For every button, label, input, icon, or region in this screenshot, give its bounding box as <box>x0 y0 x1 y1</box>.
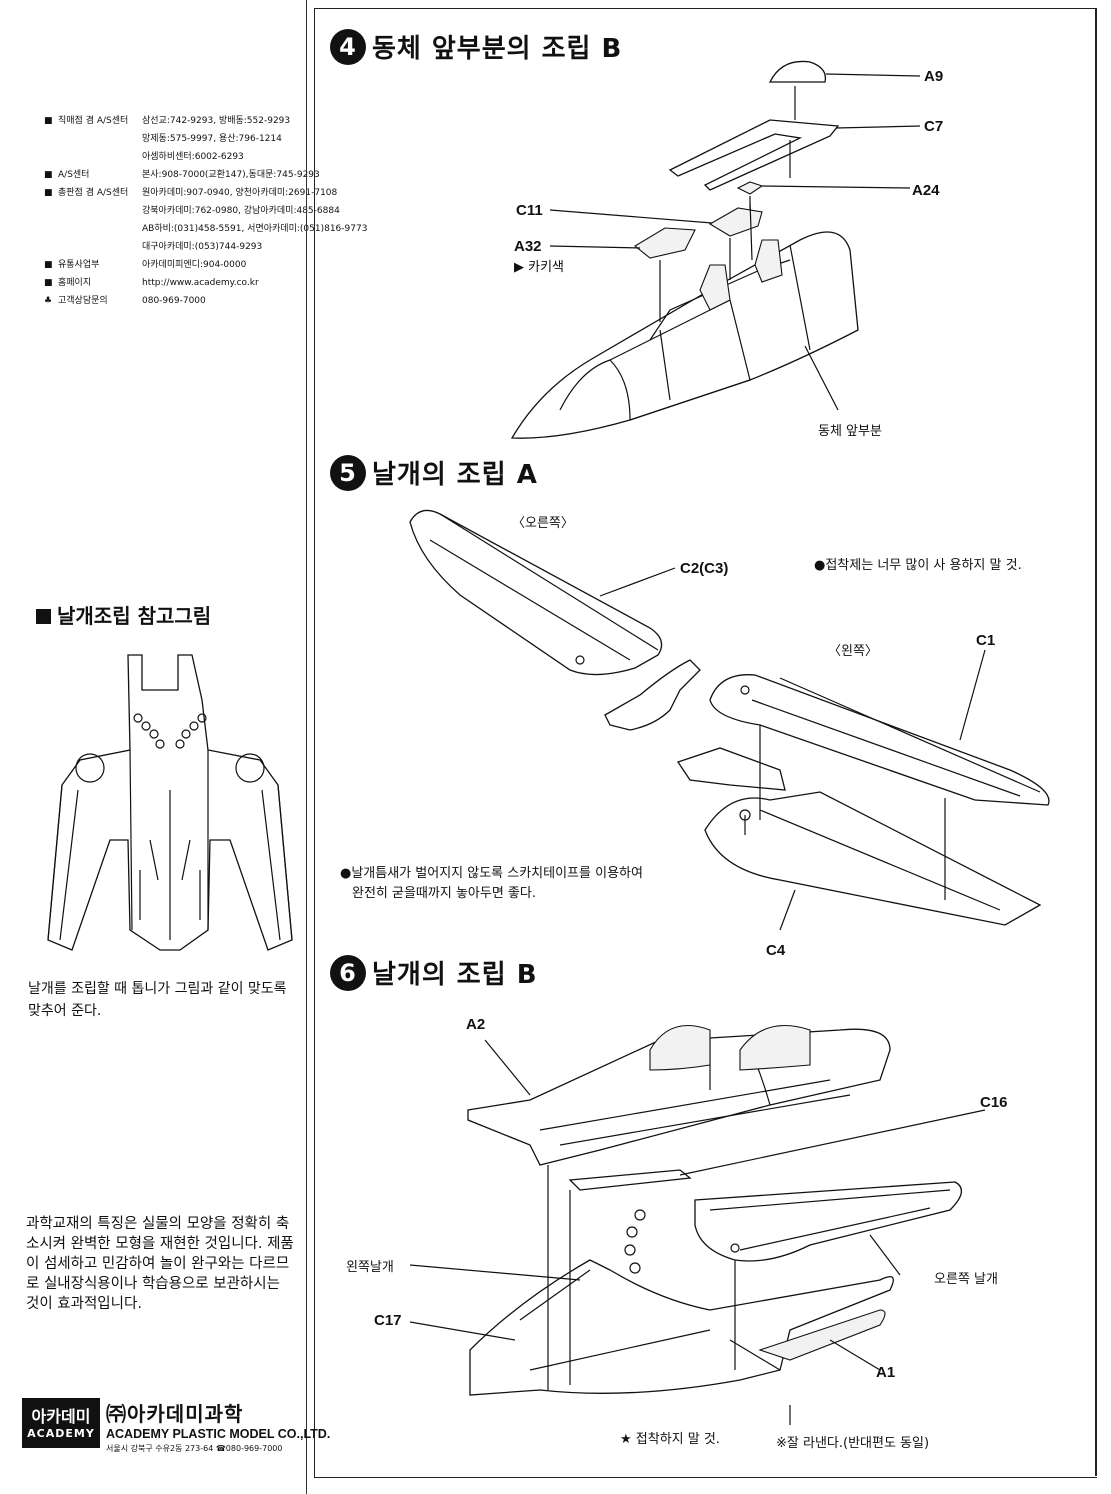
tape-note-line-2: 완전히 굳을때까지 놓아두면 좋다. <box>352 886 536 901</box>
part-c11-label: C11 <box>516 202 543 219</box>
panel-right-edge <box>1095 8 1097 1476</box>
contact-value: 본사:908-7000(교환147),동대문:745-9293 <box>142 170 320 180</box>
step-6-number: 6 <box>330 954 366 991</box>
step-6-title: 날개의 조립 B <box>372 960 538 990</box>
contact-row: 강북아카데미:762-0980, 강남아카데미:485-6884 <box>44 202 344 220</box>
step-5-header: 5 날개의 조립 A <box>330 454 538 491</box>
company-name-korean: ㈜아카데미과학 <box>106 1402 244 1426</box>
left-wing-label: 왼쪽날개 <box>346 1260 394 1275</box>
part-c1-label: C1 <box>976 632 996 649</box>
step-4-drawing <box>510 60 921 439</box>
contact-value: 080-969-7000 <box>142 296 206 306</box>
step-5-title: 날개의 조립 A <box>372 460 538 490</box>
contact-value: http://www.academy.co.kr <box>142 278 259 288</box>
contact-row: 망제동:575-9997, 용산:796-1214 <box>44 130 344 148</box>
contact-row: ■ A/S센터 본사:908-7000(교환147),동대문:745-9293 <box>44 166 344 184</box>
contact-row: ♣ 고객상담문의 080-969-7000 <box>44 292 344 310</box>
part-c7-label: C7 <box>924 118 944 135</box>
contact-value: 아셈하비센터:6002-6293 <box>142 152 244 162</box>
step-4-header: 4 동체 앞부분의 조립 B <box>330 28 622 65</box>
contact-label: 홈페이지 <box>58 278 92 288</box>
bullet: ♣ <box>44 296 53 306</box>
contact-value: 원아카데미:907-0940, 양천아카데미:2691-7108 <box>142 188 338 198</box>
contact-value: 대구아카데미:(053)744-9293 <box>142 242 263 252</box>
bullet: ■ <box>44 278 53 288</box>
step-4-number: 4 <box>330 28 366 65</box>
product-notice: 과학교재의 특징은 실물의 모양을 정확히 축소시켜 완벽한 모형을 재현한 것… <box>26 1216 294 1312</box>
contact-row: ■ 홈페이지 http://www.academy.co.kr <box>44 274 344 292</box>
part-a2-label: A2 <box>466 1016 486 1033</box>
contact-row: ■ 직매점 겸 A/S센터 삼선교:742-9293, 방배동:552-9293 <box>44 112 344 130</box>
reference-figure-title: 날개조립 참고그림 <box>36 600 211 629</box>
right-side-label: 〈오른쪽〉 <box>512 516 574 531</box>
logo-english: ACADEMY <box>27 1427 95 1440</box>
company-name-english: ACADEMY PLASTIC MODEL CO.,LTD. <box>106 1427 331 1441</box>
right-wing-label: 오른쪽 날개 <box>934 1272 998 1287</box>
step-4-title: 동체 앞부분의 조립 B <box>372 34 623 64</box>
academy-logo: 아카데미 ACADEMY <box>22 1398 100 1448</box>
tape-note-line-1: ●날개틈새가 벌어지지 않도록 스카치테이프를 이용하여 <box>340 866 643 881</box>
bullet: ■ <box>44 260 53 270</box>
contact-label: A/S센터 <box>58 170 90 180</box>
glue-caution-note: ●접착제는 너무 많이 사 용하지 말 것. <box>814 558 1022 573</box>
wing-reference-figure <box>47 654 293 951</box>
left-side-label: 〈왼쪽〉 <box>828 644 878 659</box>
part-a1-label: A1 <box>876 1364 896 1381</box>
contact-label: 직매점 겸 A/S센터 <box>58 116 129 126</box>
step-5-number: 5 <box>330 454 366 491</box>
part-a32-color-note: ▶ 카키색 <box>514 260 565 275</box>
part-c2c3-label: C2(C3) <box>680 560 729 577</box>
step-5-drawing <box>409 509 1050 931</box>
contact-label: 유통사업부 <box>58 260 100 270</box>
part-c4-label: C4 <box>766 942 786 959</box>
contact-value: 아카데미피엔디:904-0000 <box>142 260 247 270</box>
company-address: 서울시 강북구 수유2동 273-64 ☎080-969-7000 <box>106 1444 283 1453</box>
logo-korean: 아카데미 <box>31 1407 91 1426</box>
bullet: ■ <box>44 188 53 198</box>
instruction-panel <box>314 8 1097 1478</box>
part-a9-label: A9 <box>924 68 944 85</box>
contact-label: 고객상담문의 <box>58 296 108 306</box>
contact-label: 총판점 겸 A/S센터 <box>58 188 129 198</box>
contact-row: ■ 유통사업부 아카데미피엔디:904-0000 <box>44 256 344 274</box>
contact-value: AB하비:(031)458-5591, 서면아카데미:(051)816-9773 <box>142 224 368 234</box>
step-6-drawing <box>410 1024 986 1425</box>
contact-row: 아셈하비센터:6002-6293 <box>44 148 344 166</box>
company-info: ㈜아카데미과학 ACADEMY PLASTIC MODEL CO.,LTD. 서… <box>106 1398 330 1454</box>
part-a24-label: A24 <box>912 182 940 199</box>
reference-figure-note: 날개를 조립할 때 톱니가 그림과 같이 맞도록 맞추어 준다. <box>28 981 287 1019</box>
contact-value: 강북아카데미:762-0980, 강남아카데미:485-6884 <box>142 206 340 216</box>
bullet: ■ <box>44 170 53 180</box>
contact-value: 삼선교:742-9293, 방배동:552-9293 <box>142 116 291 126</box>
no-glue-note: ★ 접착하지 말 것. <box>620 1432 720 1447</box>
part-c16-label: C16 <box>980 1094 1008 1111</box>
cut-off-note: ※잘 라낸다.(반대편도 동일) <box>776 1436 930 1451</box>
contact-value: 망제동:575-9997, 용산:796-1214 <box>142 134 282 144</box>
contact-row: 대구아카데미:(053)744-9293 <box>44 238 344 256</box>
fuselage-front-label: 동체 앞부분 <box>818 424 882 439</box>
column-divider <box>306 0 307 1494</box>
part-c17-label: C17 <box>374 1312 402 1329</box>
contact-list: ■ 직매점 겸 A/S센터 삼선교:742-9293, 방배동:552-9293 망제… <box>44 112 367 310</box>
bullet: ■ <box>44 116 53 126</box>
step-6-header: 6 날개의 조립 B <box>330 954 538 991</box>
contact-row: AB하비:(031)458-5591, 서면아카데미:(051)816-9773 <box>44 220 367 238</box>
contact-row: ■ 총판점 겸 A/S센터 원아카데미:907-0940, 양천아카데미:2691-… <box>44 184 344 202</box>
part-a32-label: A32 <box>514 238 542 255</box>
